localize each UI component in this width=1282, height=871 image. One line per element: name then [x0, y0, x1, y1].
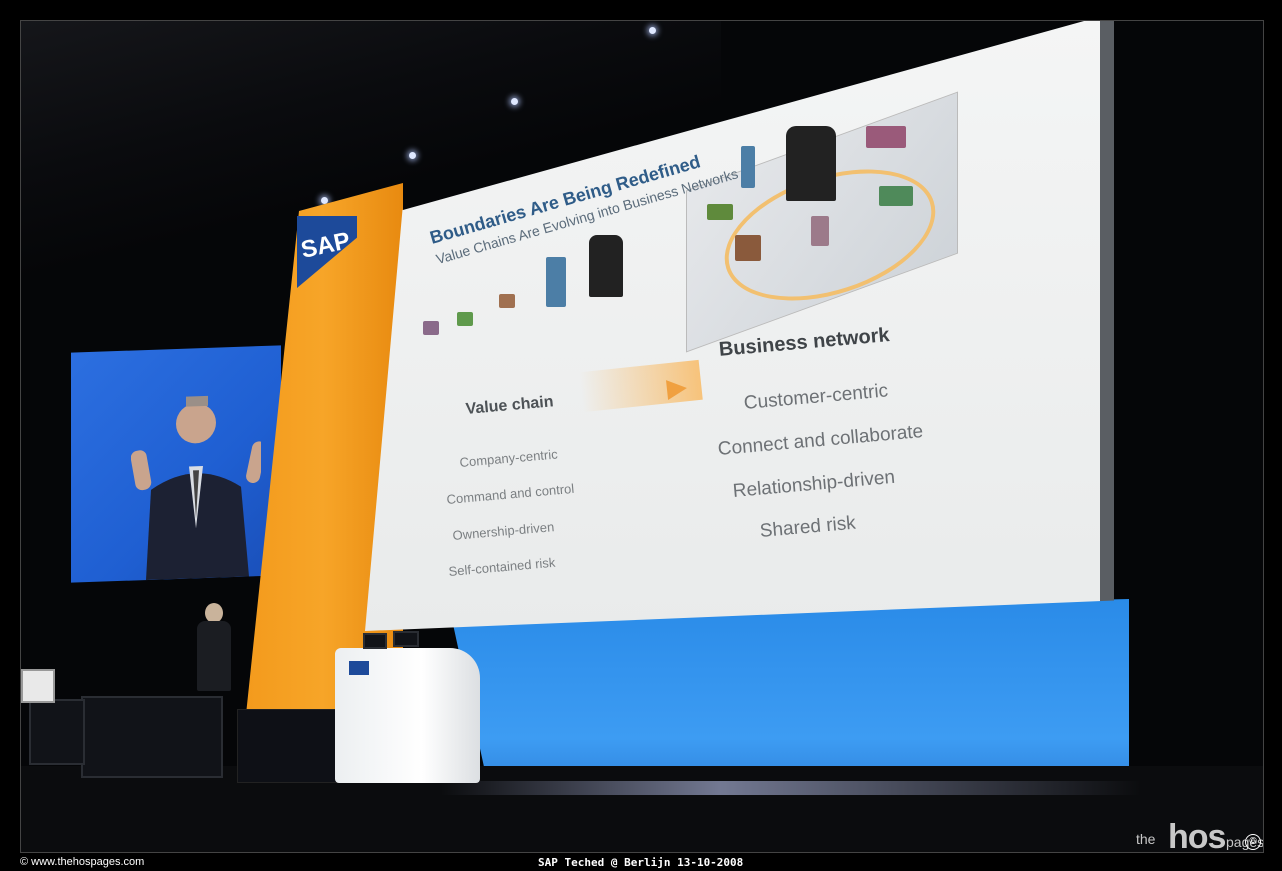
value-chain-node-icon — [423, 321, 439, 335]
logo-hos: hos — [1168, 818, 1226, 853]
ceiling-spotlight — [321, 197, 328, 204]
podium-laptop — [393, 631, 419, 647]
people-group-icon — [589, 235, 623, 297]
presenter-head — [205, 603, 223, 623]
network-node-icon — [707, 204, 733, 220]
blue-stage-backdrop — [451, 599, 1129, 799]
ceiling-spotlight — [409, 152, 416, 159]
value-chain-node-icon — [499, 294, 515, 308]
stage-photo: SAP Boundaries Are Being Redefined Value… — [20, 20, 1264, 853]
value-chain-node-icon — [457, 312, 473, 326]
video-wall-speaker — [71, 345, 281, 583]
network-node-icon — [811, 216, 829, 246]
people-group-icon — [786, 126, 836, 201]
ceiling-spotlight — [511, 98, 518, 105]
stage-floor — [21, 766, 1263, 852]
podium-laptop — [363, 633, 387, 649]
stage-monitor — [21, 669, 55, 703]
value-chain-node-icon — [546, 257, 566, 307]
stage-monitor — [81, 696, 223, 778]
network-node-icon — [735, 235, 761, 261]
copyright-icon: © — [1245, 834, 1261, 850]
speaker-cabinet — [237, 709, 343, 783]
speaker-closeup — [131, 395, 261, 581]
logo-the: the — [1136, 831, 1156, 847]
presenter — [191, 603, 236, 703]
stage-monitor — [29, 699, 85, 765]
presenter-body — [197, 621, 231, 691]
ceiling-spotlight — [649, 27, 656, 34]
stage-light-strip — [441, 781, 1141, 795]
site-credit: © www.thehospages.com — [20, 856, 145, 868]
network-node-icon — [741, 146, 755, 188]
network-node-icon — [866, 126, 906, 148]
photo-caption: SAP Teched @ Berlijn 13-10-2008 — [538, 856, 744, 869]
network-node-icon — [879, 186, 913, 206]
podium-logo-icon — [349, 661, 369, 675]
arrow-head-icon — [666, 378, 688, 400]
